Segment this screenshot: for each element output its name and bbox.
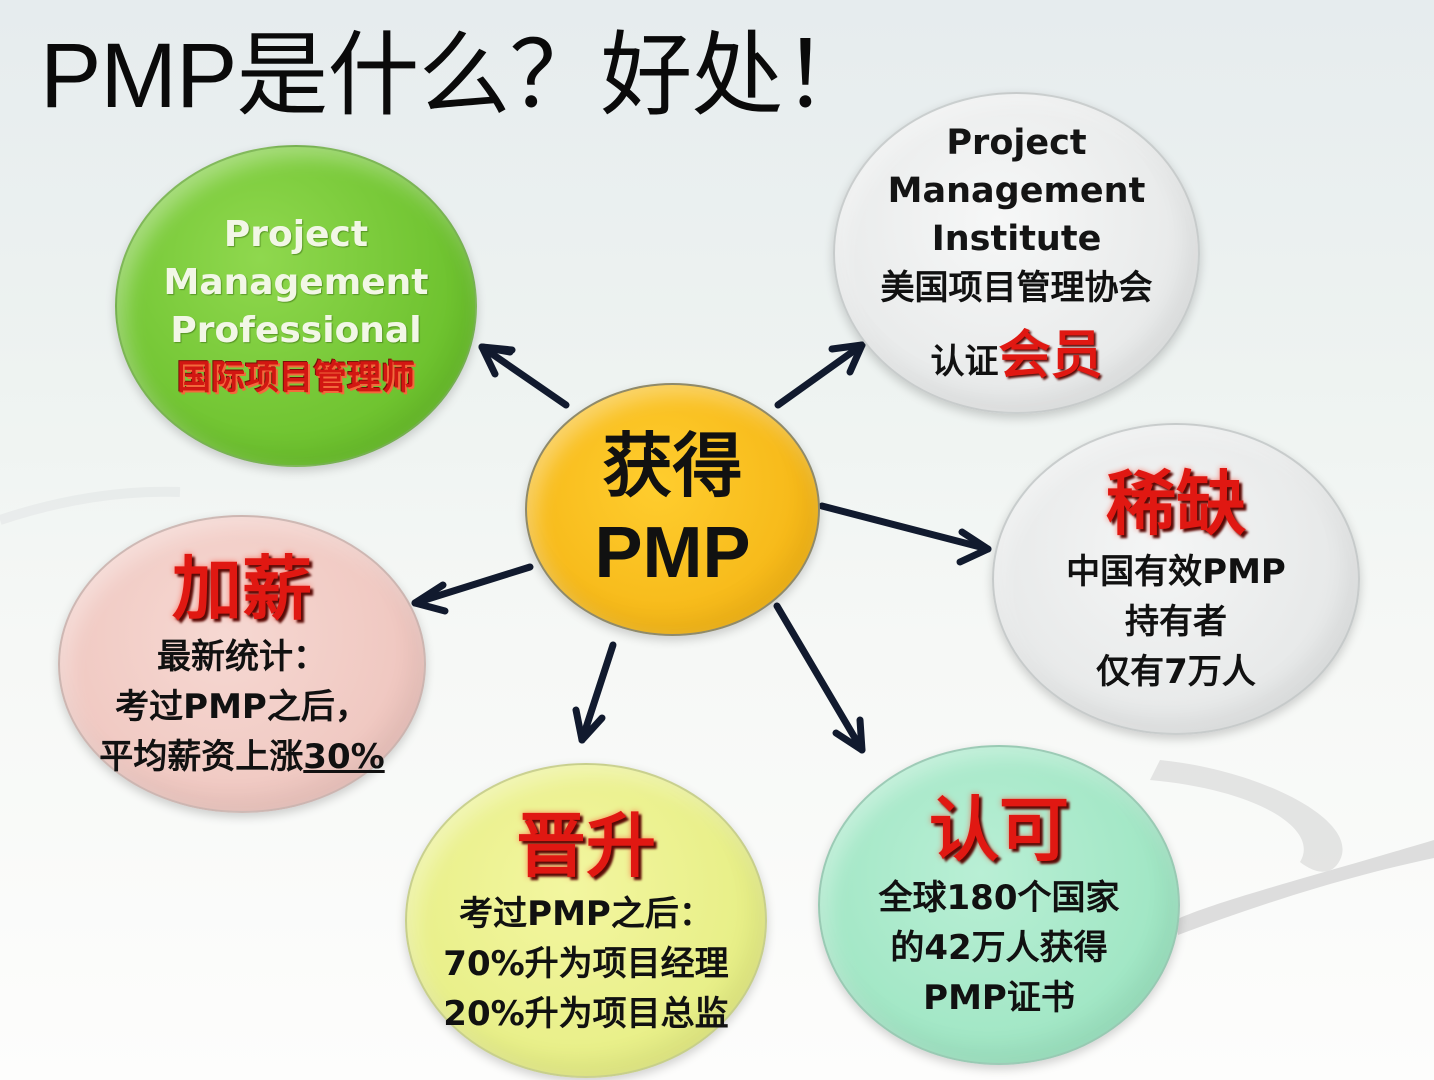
arrow-to-professional: [478, 343, 570, 409]
rare-line-1: 中国有效PMP: [1066, 552, 1286, 592]
arrow-to-rare: [818, 502, 992, 553]
bubble-recognition: 认可 全球180个国家 的42万人获得 PMP证书: [818, 745, 1180, 1065]
promotion-heading: 晋升: [516, 804, 656, 887]
arrow-to-promotion: [578, 641, 617, 744]
pmi-cert-prefix: 认证: [930, 341, 999, 382]
pmi-cert-highlight: 会员: [998, 325, 1103, 386]
bubble-rare: 稀缺 中国有效PMP 持有者 仅有7万人: [992, 423, 1360, 735]
pmi-en-line-3: Institute: [931, 218, 1102, 259]
professional-en-line-1: Project: [223, 214, 369, 255]
recognition-line-1: 全球180个国家: [878, 878, 1120, 918]
salary-last-highlight: 30%: [303, 737, 385, 777]
recognition-line-3: PMP证书: [923, 978, 1075, 1018]
professional-en-line-2: Management: [163, 262, 429, 303]
salary-last-prefix: 平均薪资上涨: [99, 737, 304, 777]
center-line-1: 获得: [602, 424, 743, 507]
page-title: PMP是什么？好处！: [40, 25, 874, 127]
promotion-line-2: 70%升为项目经理: [443, 943, 729, 984]
arrow-to-salary: [411, 563, 534, 607]
salary-line-3: 平均薪资上涨 30%: [99, 732, 384, 782]
arrow-to-recognition: [773, 602, 866, 754]
salary-line-1: 最新统计：: [157, 637, 327, 677]
promotion-line-3: 20%升为项目总监: [443, 993, 729, 1034]
bubble-center: 获得 PMP: [525, 383, 820, 636]
bubble-promotion: 晋升 考过PMP之后： 70%升为项目经理 20%升为项目总监: [405, 763, 767, 1078]
bubble-pmi: Project Management Institute 美国项目管理协会 认证…: [833, 92, 1200, 414]
pmi-cn: 美国项目管理协会: [880, 267, 1153, 308]
pmi-en-line-1: Project: [946, 122, 1087, 163]
rare-heading: 稀缺: [1106, 463, 1246, 545]
salary-heading: 加薪: [172, 548, 312, 630]
arrow-to-pmi: [774, 341, 866, 409]
promotion-line-1: 考过PMP之后：: [459, 893, 713, 934]
rare-line-2: 持有者: [1125, 602, 1227, 642]
rare-line-3: 仅有7万人: [1096, 652, 1256, 692]
pmi-cert-row: 认证 会员: [930, 313, 1102, 388]
professional-cn: 国际项目管理师: [177, 358, 415, 398]
recognition-heading: 认可: [929, 789, 1069, 871]
center-line-2: PMP: [594, 512, 751, 593]
bubble-professional: Project Management Professional 国际项目管理师: [115, 145, 477, 467]
salary-line-2: 考过PMP之后，: [115, 687, 369, 727]
pmi-en-line-2: Management: [887, 170, 1146, 211]
bubble-salary: 加薪 最新统计： 考过PMP之后， 平均薪资上涨 30%: [58, 515, 426, 813]
professional-en-line-3: Professional: [170, 310, 422, 351]
recognition-line-2: 的42万人获得: [890, 928, 1108, 968]
